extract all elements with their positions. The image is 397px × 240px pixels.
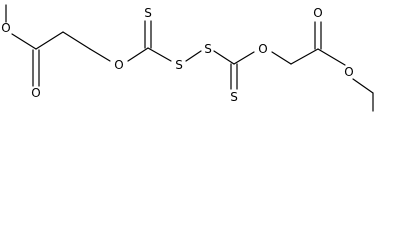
bond-carbonyl-c-left [35,31,64,50]
bond-disulfide [185,50,202,62]
bond-ester-o-right [352,78,374,94]
oxygen-ester-right: O [344,65,353,79]
oxygen-ester-left: O [1,21,10,35]
bond-carbonyl-c-right [317,48,346,66]
bond-ester-o-left [11,33,37,50]
oxygen-ether-left: O [114,58,123,72]
bond-o-thiocarbonyl-left [127,47,149,62]
bond-ch2-o-left [89,48,111,62]
bond-s-c-right [213,50,235,65]
bond-ch2-left [62,31,91,50]
oxygen-carbonyl-right: O [313,6,322,20]
bond-c-s-left [147,47,172,62]
sulfur-bridge-left: S [175,58,183,72]
oxygen-ether-right: O [258,42,267,56]
bond-o-ch2-right [271,51,292,65]
bond-ch2-right [290,48,319,65]
sulfur-thiocarbonyl-left: S [144,6,152,20]
molecule-structure: O O O S S S S O O O [1,4,374,112]
bond-c-o-right [233,51,255,65]
oxygen-carbonyl-left: O [31,86,40,100]
sulfur-thiocarbonyl-right: S [230,90,238,104]
sulfur-bridge-right: S [204,42,212,56]
